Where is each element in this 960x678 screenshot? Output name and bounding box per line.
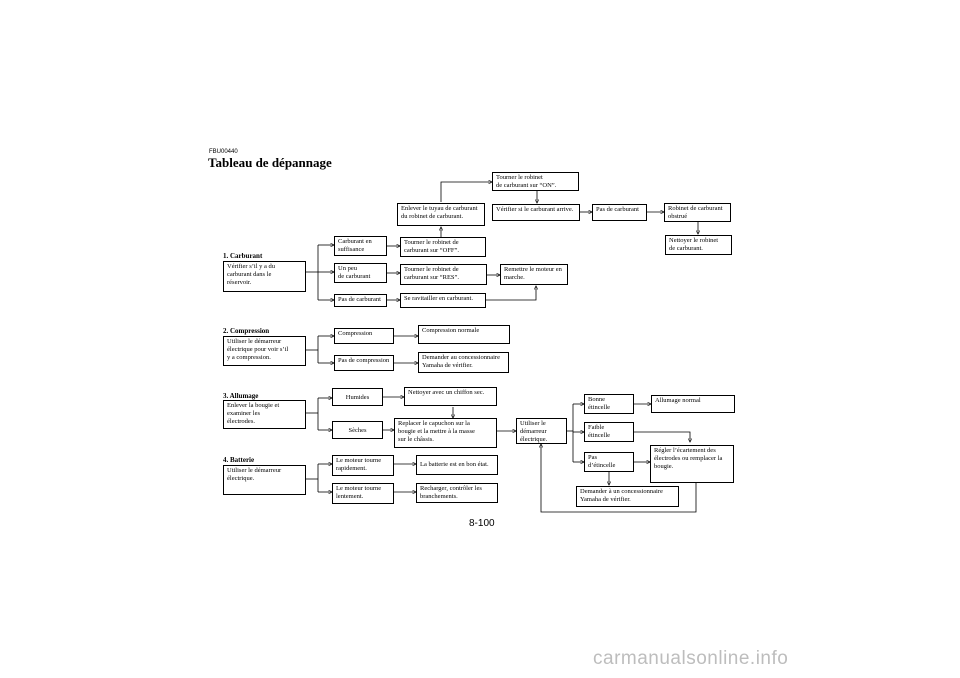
node-ground-spark-plug: Replacer le capuchon sur la bougie et la…	[394, 418, 497, 448]
node-weak-spark: Faible étincelle	[584, 422, 634, 442]
watermark: carmanualsonline.info	[593, 648, 789, 669]
section-code: FBU00440	[209, 149, 238, 155]
node-no-compression: Pas de compression	[334, 355, 394, 371]
node-adjust-gap: Régler l’écartement des électrodes ou re…	[650, 445, 734, 483]
page-number: 8-100	[469, 518, 495, 529]
compression-connectors	[306, 336, 418, 363]
node-valve-clogged: Robinet de carburant obstrué	[664, 203, 731, 222]
node-use-starter-battery: Utiliser le démarreur électrique.	[223, 465, 306, 495]
node-ask-dealer-compression: Demander au concessionnaire Yamaha de vé…	[418, 352, 509, 373]
node-valve-on: Tourner le robinet de carburant sur “ON”…	[492, 172, 579, 191]
node-ignition-normal: Allumage normal	[651, 395, 735, 413]
node-enough-fuel: Carburant en suffisance	[334, 236, 387, 256]
node-use-starter-ignition: Utiliser le démarreur électrique.	[516, 418, 567, 444]
node-compression: Compression	[334, 328, 394, 344]
page-title: Tableau de dépannage	[208, 155, 332, 170]
node-refuel: Se ravitailler en carburant.	[400, 293, 486, 308]
section-allumage: 3. Allumage	[223, 392, 259, 400]
node-clean-valve: Nettoyer le robinet de carburant.	[665, 235, 732, 255]
node-valve-off: Tourner le robinet de carburant sur “OFF…	[400, 237, 486, 257]
node-wipe-dry: Nettoyer avec un chiffon sec.	[404, 387, 497, 406]
node-no-spark: Pas d’étincelle	[584, 452, 634, 472]
node-little-fuel: Un peu de carburant	[334, 263, 387, 283]
section-carburant: 1. Carburant	[223, 252, 263, 260]
node-no-fuel: Pas de carburant	[334, 294, 387, 307]
node-check-compression: Utiliser le démarreur électrique pour vo…	[223, 336, 306, 366]
node-ask-dealer-ignition: Demander à un concessionnaire Yamaha de …	[576, 486, 679, 507]
node-dry: Sèches	[332, 421, 383, 439]
node-good-spark: Bonne étincelle	[584, 394, 634, 414]
node-remove-spark-plug: Enlever la bougie et examiner les électr…	[223, 400, 306, 429]
node-cranks-slow: Le moteur tourne lentement.	[332, 483, 394, 504]
battery-connectors	[306, 464, 416, 492]
section-batterie: 4. Batterie	[223, 456, 255, 464]
node-cranks-fast: Le moteur tourne rapidement.	[332, 455, 394, 476]
node-restart-engine: Remettre le moteur en marche.	[500, 264, 568, 285]
node-check-fuel-flow: Vérifier si le carburant arrive.	[492, 204, 580, 221]
node-check-fuel-tank: Vérifier s’il y a du carburant dans le r…	[223, 261, 306, 292]
node-compression-normal: Compression normale	[418, 325, 510, 344]
node-recharge-battery: Recharger, contrôler les branchements.	[416, 483, 498, 503]
node-no-fuel-flow: Pas de carburant	[592, 204, 647, 221]
node-remove-fuel-hose: Enlever le tuyau de carburant du robinet…	[397, 203, 485, 226]
node-battery-ok: La batterie est en bon état.	[416, 455, 498, 475]
node-valve-res: Tourner le robinet de carburant sur “RES…	[400, 264, 487, 285]
fuel-connectors	[306, 182, 698, 300]
section-compression: 2. Compression	[223, 327, 270, 335]
node-wet: Humides	[332, 388, 383, 406]
ignition-connectors	[306, 397, 697, 513]
